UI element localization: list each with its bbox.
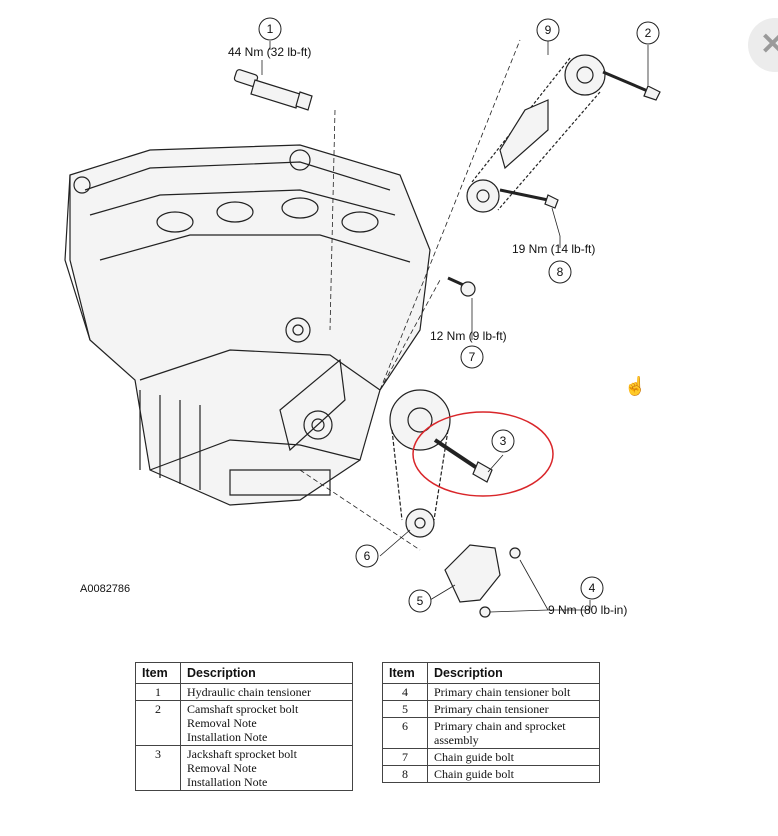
table-row: 8 Chain guide bolt [382,765,600,783]
item-number: 3 [135,745,181,791]
item-number: 4 [382,683,428,701]
item-number: 8 [382,765,428,783]
hand-cursor-icon: ☝ [624,376,647,396]
svg-text:3: 3 [500,434,507,448]
callout-9: 9 [536,18,560,42]
header-item: Item [382,662,428,684]
chain-guide-bolt-illustration [447,276,476,297]
leader-lines [261,40,649,613]
secondary-chain-illustration [466,54,661,213]
item-number: 5 [382,700,428,718]
description-line: Installation Note [187,730,268,744]
header-item: Item [135,662,181,684]
description-line: Chain guide bolt [434,750,514,764]
item-description: Chain guide bolt [427,748,600,766]
table-row: 5 Primary chain tensioner [382,700,600,718]
description-line: Jackshaft sprocket bolt [187,747,297,761]
callout-5: 5 [408,589,432,613]
svg-text:7: 7 [469,350,476,364]
items-table-left: Item Description 1 Hydraulic chain tensio… [135,662,353,791]
description-line: assembly [434,733,479,747]
table-row: 4 Primary chain tensioner bolt [382,683,600,701]
item-description: Hydraulic chain tensioner [180,683,353,701]
table-row: 7 Chain guide bolt [382,748,600,766]
item-description: Chain guide bolt [427,765,600,783]
description-line: Primary chain tensioner [434,702,549,716]
description-line: Removal Note [187,761,257,775]
header-description: Description [427,662,600,684]
svg-text:5: 5 [417,594,424,608]
torque-label-7: 12 Nm (9 lb-ft) [430,329,507,343]
svg-text:2: 2 [645,26,652,40]
torque-label-4: 9 Nm (80 lb-in) [548,603,627,617]
figure-id: A0082786 [80,583,131,595]
svg-text:4: 4 [589,581,596,595]
header-description: Description [180,662,353,684]
torque-label-1: 44 Nm (32 lb-ft) [228,45,311,59]
description-line: Chain guide bolt [434,767,514,781]
item-description: Primary chain tensioner [427,700,600,718]
callout-7: 7 [460,345,484,369]
svg-text:9: 9 [545,23,552,37]
description-line: Hydraulic chain tensioner [187,685,311,699]
hydraulic-tensioner-illustration [233,69,313,111]
callout-3: 3 [491,429,515,453]
table-row: 1 Hydraulic chain tensioner [135,683,353,701]
item-number: 7 [382,748,428,766]
svg-text:1: 1 [267,22,274,36]
svg-text:8: 8 [557,265,564,279]
callout-8: 8 [548,260,572,284]
primary-chain-illustration [389,389,493,538]
highlight-ellipse [412,411,554,497]
callout-1: 1 [258,17,282,41]
primary-tensioner-illustration [444,544,521,618]
torque-label-8: 19 Nm (14 lb-ft) [512,242,595,256]
description-line: Removal Note [187,716,257,730]
callout-6: 6 [355,544,379,568]
description-line: Primary chain and sprocket [434,719,566,733]
assembly-lines [299,39,521,551]
item-number: 1 [135,683,181,701]
description-line: Primary chain tensioner bolt [434,685,571,699]
item-description: Primary chain tensioner bolt [427,683,600,701]
close-icon: ✕ [760,28,778,61]
item-number: 6 [382,717,428,749]
callout-4: 4 [580,576,604,600]
callout-2: 2 [636,21,660,45]
item-number: 2 [135,700,181,746]
engine-block-illustration [64,144,431,506]
description-line: Camshaft sprocket bolt [187,702,299,716]
svg-text:6: 6 [364,549,371,563]
description-line: Installation Note [187,775,268,789]
